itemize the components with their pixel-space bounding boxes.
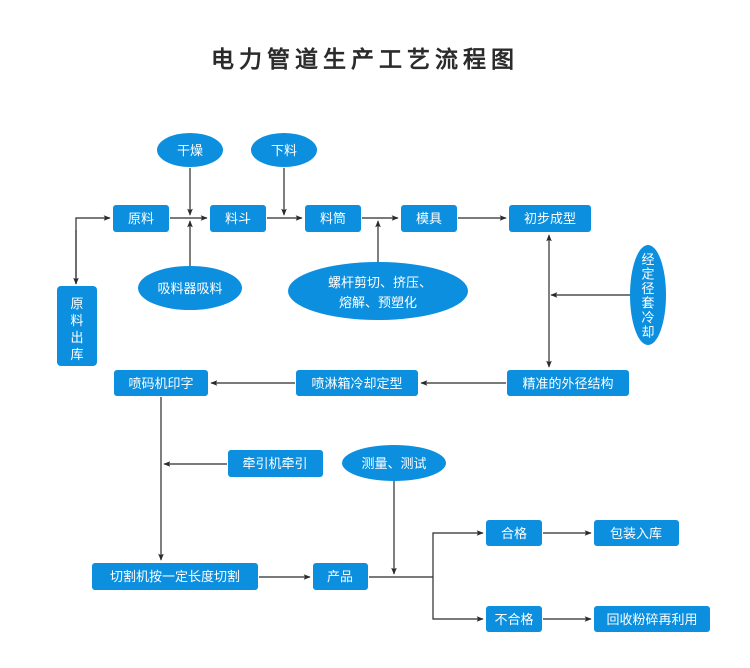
- node-inkjet-printing-label: 喷码机印字: [128, 377, 193, 392]
- node-initial-forming-label: 初步成型: [524, 212, 576, 227]
- node-recycle: 回收粉碎再利用: [594, 606, 710, 632]
- node-screw-process-label-1: 螺杆剪切、挤压、: [328, 275, 432, 291]
- node-inkjet-printing: 喷码机印字: [114, 370, 208, 396]
- node-spray-tank-cooling: 喷淋箱冷却定型: [296, 370, 418, 396]
- node-suction: 吸料器吸料: [138, 266, 242, 310]
- node-drying-label: 干燥: [177, 144, 203, 159]
- node-cutting: 切割机按一定长度切割: [92, 563, 258, 590]
- vertical-char: 却: [641, 326, 654, 341]
- vertical-char: 套: [641, 296, 654, 312]
- node-product: 产品: [313, 563, 368, 590]
- node-cutting-label: 切割机按一定长度切割: [110, 569, 240, 585]
- node-raw-material: 原料: [113, 205, 169, 232]
- vertical-char: 原: [70, 297, 83, 312]
- node-precise-outer-diameter-label: 精准的外径结构: [522, 376, 613, 392]
- node-raw-material-outbound-label: 原料出库: [70, 297, 83, 363]
- vertical-char: 库: [70, 347, 83, 363]
- node-qualified: 合格: [486, 520, 542, 546]
- vertical-char: 定: [641, 268, 654, 283]
- edge-outbound-to-raw: [75, 215, 111, 284]
- vertical-char: 料: [70, 314, 83, 329]
- node-screw-process-label-2: 熔解、预塑化: [339, 296, 417, 311]
- node-mold: 模具: [401, 205, 457, 232]
- vertical-char: 径: [641, 282, 654, 297]
- node-screw-process: 螺杆剪切、挤压、 熔解、预塑化: [288, 262, 468, 320]
- node-sizing-sleeve-cooling-label: 经定径套冷却: [641, 253, 654, 341]
- edges: [73, 168, 630, 622]
- diagram-title: 电力管道生产工艺流程图: [211, 47, 519, 73]
- node-measure-test: 测量、测试: [342, 445, 446, 481]
- edge-split-to-unqualified: [432, 577, 484, 622]
- node-measure-test-label: 测量、测试: [361, 457, 426, 472]
- node-initial-forming: 初步成型: [509, 205, 591, 232]
- node-qualified-label: 合格: [501, 526, 527, 542]
- node-raw-material-label: 原料: [128, 212, 154, 227]
- vertical-char: 出: [70, 331, 83, 346]
- node-raw-material-outbound: 原料出库: [57, 286, 97, 366]
- node-mold-label: 模具: [416, 212, 442, 227]
- node-feeding: 下料: [251, 133, 317, 167]
- node-unqualified: 不合格: [486, 606, 542, 632]
- node-packaging-storage: 包装入库: [594, 520, 679, 546]
- edge-split-to-qualified: [432, 530, 484, 577]
- node-packaging-storage-label: 包装入库: [610, 526, 662, 542]
- node-suction-label: 吸料器吸料: [157, 282, 222, 297]
- node-feeding-label: 下料: [271, 144, 297, 159]
- node-barrel: 料筒: [305, 205, 361, 232]
- node-traction: 牵引机牵引: [228, 450, 323, 477]
- node-product-label: 产品: [327, 570, 353, 585]
- node-traction-label: 牵引机牵引: [242, 457, 307, 472]
- vertical-char: 经: [641, 253, 654, 268]
- node-spray-tank-cooling-label: 喷淋箱冷却定型: [311, 376, 402, 392]
- node-precise-outer-diameter: 精准的外径结构: [507, 370, 629, 396]
- node-recycle-label: 回收粉碎再利用: [606, 613, 697, 628]
- node-sizing-sleeve-cooling: 经定径套冷却: [630, 245, 666, 345]
- node-hopper-label: 料斗: [225, 212, 251, 227]
- node-barrel-label: 料筒: [320, 211, 346, 227]
- node-hopper: 料斗: [210, 205, 266, 232]
- node-drying: 干燥: [157, 133, 223, 167]
- vertical-char: 冷: [641, 311, 654, 326]
- node-unqualified-label: 不合格: [494, 612, 533, 628]
